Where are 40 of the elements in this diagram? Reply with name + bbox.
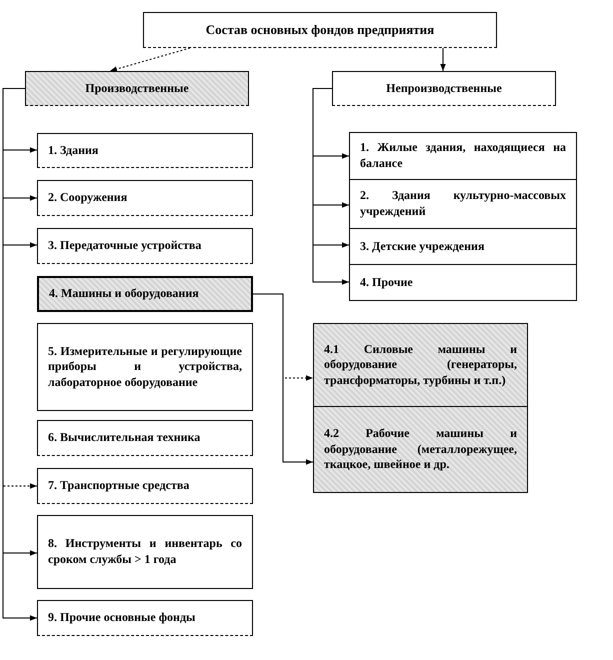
arrow bbox=[312, 88, 350, 285]
item-box bbox=[37, 323, 253, 411]
heading: Состав основных фондов предприятия bbox=[204, 22, 436, 38]
item-box bbox=[37, 133, 253, 168]
arrow bbox=[110, 48, 190, 72]
heading: Непроизводственные bbox=[385, 80, 503, 96]
item-label: 3. Детские учреждения bbox=[360, 238, 486, 254]
arrow bbox=[252, 294, 314, 465]
item-box bbox=[37, 180, 253, 216]
item-box bbox=[313, 323, 528, 407]
item-label: 9. Прочие основные фонды bbox=[48, 610, 196, 626]
item-label: 2. Сооружения bbox=[48, 190, 128, 206]
item-box bbox=[349, 132, 577, 180]
item-box bbox=[313, 406, 528, 493]
item-label: 8. Инструменты и инвентарь со сроком службы > 1 года bbox=[48, 536, 242, 568]
item-box bbox=[37, 420, 253, 456]
heading: Производственные bbox=[84, 80, 190, 96]
item-label: 4.2 Рабочие машины и оборудование (металлорежущее, ткацкое, швейное и др. bbox=[324, 426, 517, 473]
arrow bbox=[440, 48, 446, 72]
item-label: 4.1 Силовые машины и оборудование (генераторы, трансформаторы, турбины и т.п.) bbox=[324, 342, 517, 388]
category-box bbox=[332, 71, 556, 106]
item-label: 4. Прочие bbox=[360, 274, 414, 290]
item-box bbox=[37, 228, 253, 264]
item-box bbox=[37, 515, 253, 589]
item-box bbox=[349, 179, 577, 229]
category-box bbox=[25, 71, 249, 106]
item-label: 3. Передаточные устройства bbox=[48, 238, 202, 254]
item-label: 7. Транспортные средства bbox=[48, 478, 190, 494]
item-label: 5. Измерительные и регулирующие приборы и устройства, лабораторное оборудование bbox=[48, 344, 242, 390]
item-label: 1. Здания bbox=[48, 142, 100, 158]
item-label: 2. Здания культурно-массовых учреждений bbox=[360, 188, 566, 220]
item-box bbox=[349, 228, 577, 265]
item-box bbox=[37, 468, 253, 504]
highlighted-box bbox=[37, 276, 253, 312]
item-box bbox=[37, 600, 253, 636]
item-label: 1. Жилые здания, находящиеся на балансе bbox=[360, 140, 566, 172]
item-box bbox=[349, 264, 577, 301]
title-box bbox=[143, 12, 497, 48]
item-label: 4. Машины и оборудования bbox=[49, 286, 200, 302]
item-label: 6. Вычислительная техника bbox=[48, 430, 202, 446]
